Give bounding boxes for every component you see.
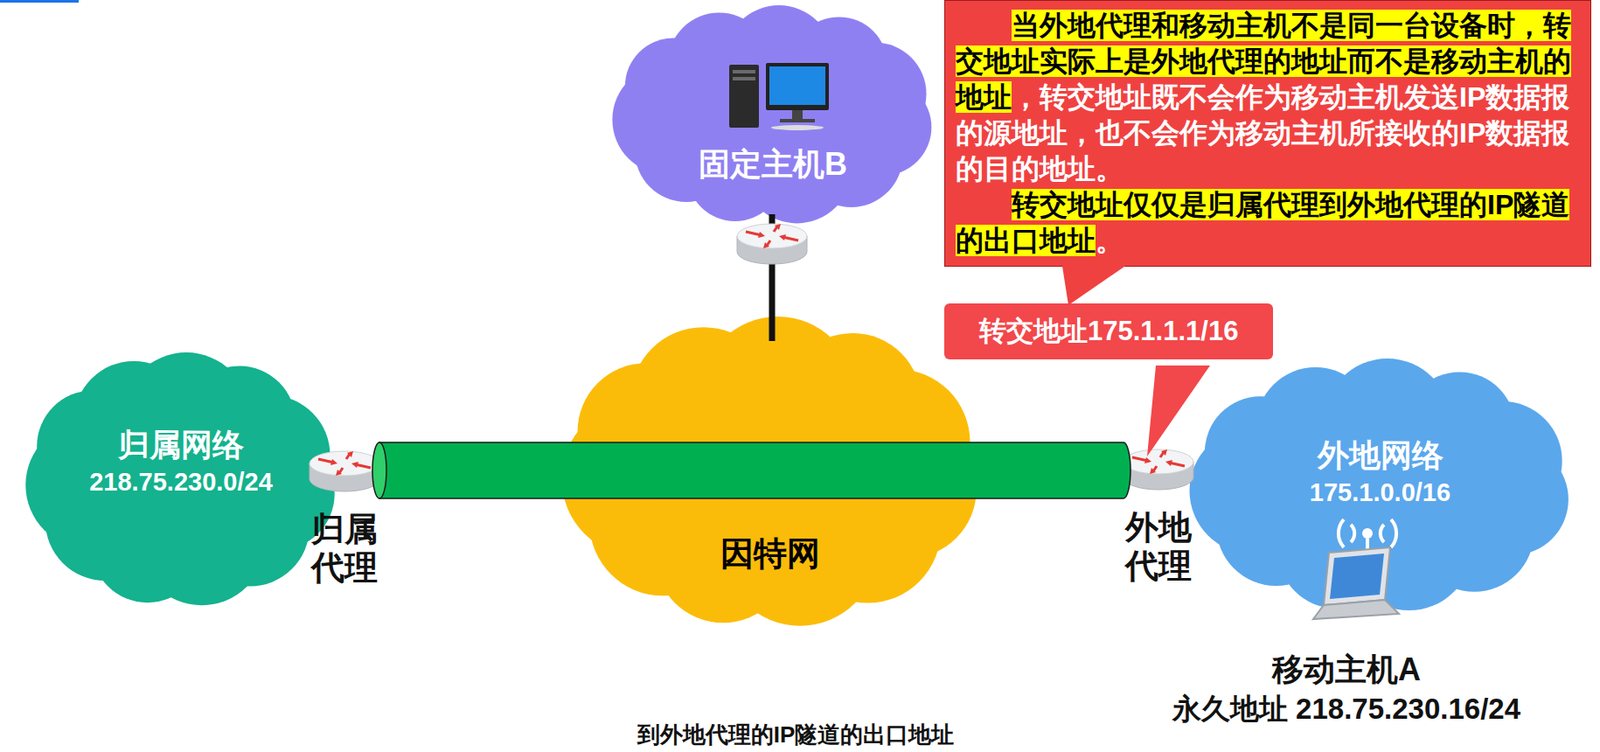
cloud-title: 归属网络 bbox=[118, 424, 244, 467]
callout-tail bbox=[1061, 260, 1134, 306]
cloud-title: 固定主机B bbox=[698, 144, 848, 186]
network-cloud: 归属网络218.75.230.0/24 bbox=[25, 352, 337, 607]
caption-label: 到外地代理的IP隧道的出口地址 bbox=[637, 722, 955, 749]
cloud-shape bbox=[612, 5, 934, 225]
note-paragraph: 转交地址仅仅是归属代理到外地代理的IP隧道的出口地址。 bbox=[955, 187, 1580, 259]
corner-bar bbox=[0, 0, 79, 3]
agent-label: 外地代理 bbox=[1123, 508, 1194, 585]
note-text: 。 bbox=[1095, 224, 1124, 257]
address-callout: 转交地址175.1.1.1/16 bbox=[944, 303, 1274, 360]
note-callout: 当外地代理和移动主机不是同一台设备时，转交地址实际上是外地代理的地址而不是移动主… bbox=[944, 0, 1592, 267]
cloud-title: 外地网络 bbox=[1317, 435, 1444, 477]
note-paragraph: 当外地代理和移动主机不是同一台设备时，转交地址实际上是外地代理的地址而不是移动主… bbox=[955, 7, 1580, 188]
cloud-title: 因特网 bbox=[720, 532, 821, 576]
network-address: 175.1.0.0/16 bbox=[1309, 476, 1451, 510]
note-text: ，转交地址既不会作为移动主机发送IP数据报的源地址，也不会作为移动主机所接收的I… bbox=[955, 81, 1570, 185]
network-cloud: 固定主机B bbox=[612, 5, 934, 225]
tunnel-label-holder: IP隧道 bbox=[707, 450, 795, 491]
router-icon bbox=[307, 447, 382, 495]
caption-label: 永久地址 218.75.230.16/24 bbox=[1172, 692, 1521, 726]
label-holder: 移动主机A bbox=[1272, 651, 1421, 688]
callout-tail bbox=[1147, 365, 1211, 457]
label-holder: 到外地代理的IP隧道的出口地址 bbox=[637, 722, 955, 749]
router-node: 外地代理 bbox=[1121, 445, 1196, 585]
router-icon bbox=[737, 223, 807, 265]
highlighted-text: 转交地址仅仅是归属代理到外地代理的IP隧道的出口地址 bbox=[955, 188, 1570, 257]
router-node: 归属代理 bbox=[307, 447, 382, 587]
tunnel-label: IP隧道 bbox=[707, 450, 795, 491]
caption-label: 移动主机A bbox=[1272, 651, 1421, 688]
agent-label: 归属代理 bbox=[309, 510, 380, 587]
network-address: 218.75.230.0/24 bbox=[89, 466, 273, 500]
care-of-address: 转交地址175.1.1.1/16 bbox=[979, 313, 1239, 349]
network-cloud: 外地网络175.1.0.0/16 bbox=[1189, 358, 1572, 613]
router-icon bbox=[1121, 445, 1196, 494]
label-holder: 永久地址 218.75.230.16/24 bbox=[1172, 692, 1521, 726]
